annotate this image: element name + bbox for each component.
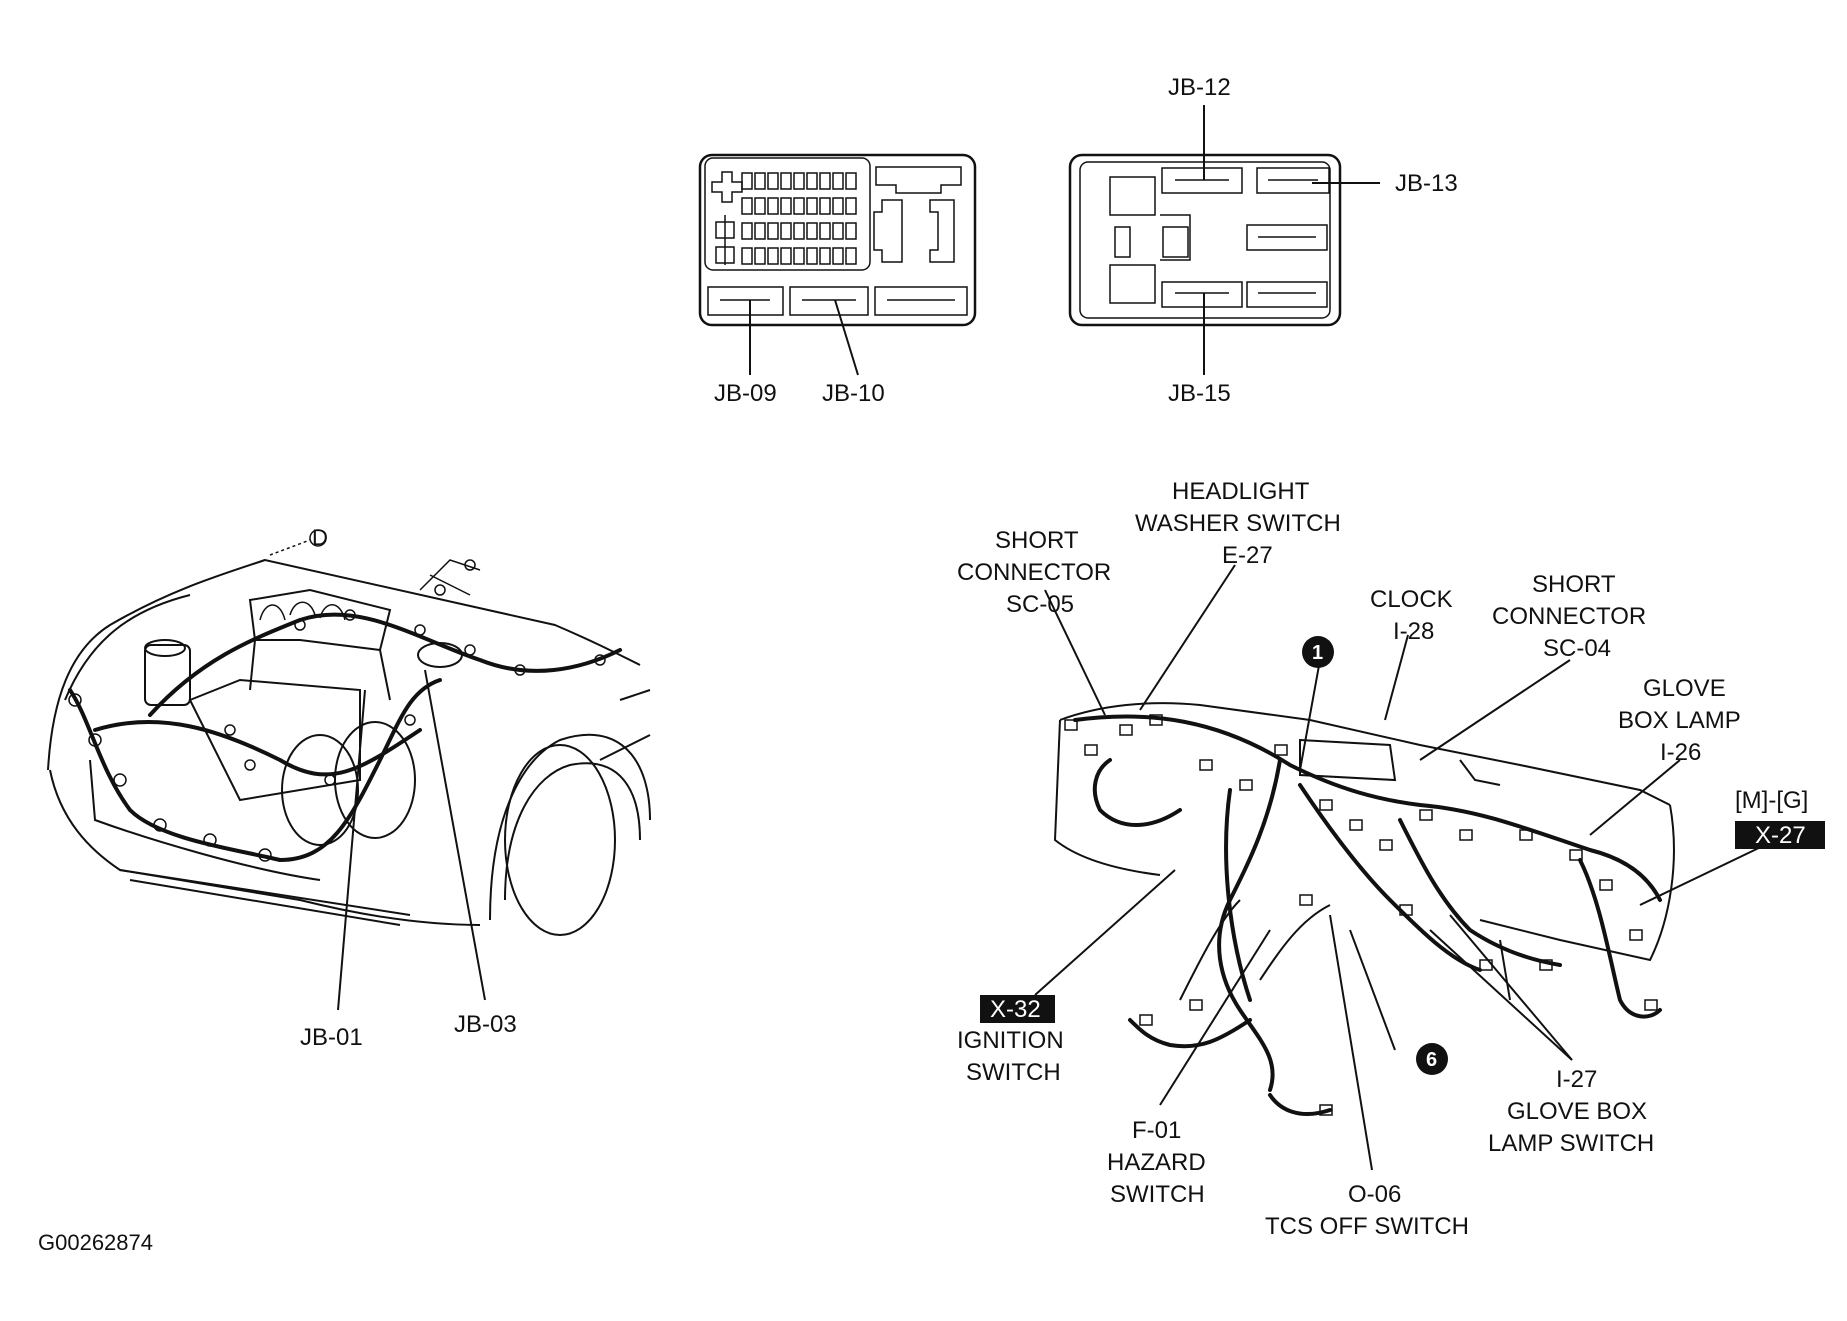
o06-line2: TCS OFF SWITCH xyxy=(1265,1213,1469,1240)
i26-line1: GLOVE xyxy=(1643,675,1726,702)
sc05-line1: SHORT xyxy=(995,527,1079,554)
x27-leader xyxy=(1639,844,1766,906)
sc04-leader xyxy=(1419,659,1571,761)
jb15-label: JB-15 xyxy=(1168,380,1231,407)
e27-line1: HEADLIGHT xyxy=(1172,478,1310,505)
jb03-label: JB-03 xyxy=(454,1011,517,1038)
i28-line1: CLOCK xyxy=(1370,586,1453,613)
jb12-label: JB-12 xyxy=(1168,74,1231,101)
i27-line1: I-27 xyxy=(1556,1066,1597,1093)
jb10-label: JB-10 xyxy=(822,380,885,407)
sc04-line1: SHORT xyxy=(1532,571,1616,598)
callout-6-leader xyxy=(1349,929,1396,1051)
i27-line3: LAMP SWITCH xyxy=(1488,1130,1654,1157)
engine-bay-illustration: D JB-01 JB-03 xyxy=(47,525,651,1051)
jb01-label: JB-01 xyxy=(300,1024,363,1051)
i27-leader-a xyxy=(1449,914,1573,1061)
callout-1-badge xyxy=(1302,636,1334,668)
e27-leader xyxy=(1139,564,1236,711)
i26-line2: BOX LAMP xyxy=(1618,707,1741,734)
jb01-leader xyxy=(337,689,366,1011)
callout-1-leader xyxy=(1299,659,1321,771)
sc04-line2: CONNECTOR xyxy=(1492,603,1646,630)
i26-leader xyxy=(1589,759,1681,836)
e27-line3: E-27 xyxy=(1222,542,1273,569)
x32-badge xyxy=(980,995,1055,1023)
junction-box-left: JB-09 JB-10 xyxy=(698,153,977,407)
f01-line3: SWITCH xyxy=(1110,1181,1205,1208)
ignition-line1: IGNITION xyxy=(957,1027,1064,1054)
i27-leader-b xyxy=(1429,929,1573,1061)
junction-box-right: JB-12 JB-13 JB-15 xyxy=(1068,74,1458,407)
jb13-label: JB-13 xyxy=(1395,170,1458,197)
x27-badge xyxy=(1735,821,1825,849)
callout-1-text: 1 xyxy=(1312,642,1323,664)
sc04-line3: SC-04 xyxy=(1543,635,1611,662)
f01-leader xyxy=(1159,929,1271,1106)
jb09-label: JB-09 xyxy=(714,380,777,407)
f01-line1: F-01 xyxy=(1132,1117,1181,1144)
f01-line2: HAZARD xyxy=(1107,1149,1206,1176)
i26-line3: I-26 xyxy=(1660,739,1701,766)
figure-id: G00262874 xyxy=(38,1230,153,1255)
x32-text: X-32 xyxy=(990,996,1041,1023)
i28-line2: I-28 xyxy=(1393,618,1434,645)
marker-d-label: D xyxy=(312,525,328,550)
sc05-line2: CONNECTOR xyxy=(957,559,1111,586)
i27-line2: GLOVE BOX xyxy=(1507,1098,1647,1125)
fuse-grid xyxy=(711,171,857,265)
mg-label: [M]-[G] xyxy=(1735,787,1808,814)
dashboard-illustration: 1 6 SHORT CONNECTOR SC-05 HEADLIGHT WASH… xyxy=(957,478,1825,1240)
callout-6-badge xyxy=(1416,1043,1448,1075)
sc05-line3: SC-05 xyxy=(1006,591,1074,618)
e27-line2: WASHER SWITCH xyxy=(1135,510,1341,537)
o06-leader xyxy=(1329,914,1373,1171)
x27-text: X-27 xyxy=(1755,822,1806,849)
i28-leader xyxy=(1384,634,1409,721)
ignition-line2: SWITCH xyxy=(966,1059,1061,1086)
jb03-leader xyxy=(424,669,486,1001)
x32-leader xyxy=(1034,869,1176,996)
sc05-leader xyxy=(1044,589,1106,716)
jb10-leader xyxy=(834,299,859,376)
o06-line1: O-06 xyxy=(1348,1181,1401,1208)
callout-6-text: 6 xyxy=(1426,1049,1437,1071)
